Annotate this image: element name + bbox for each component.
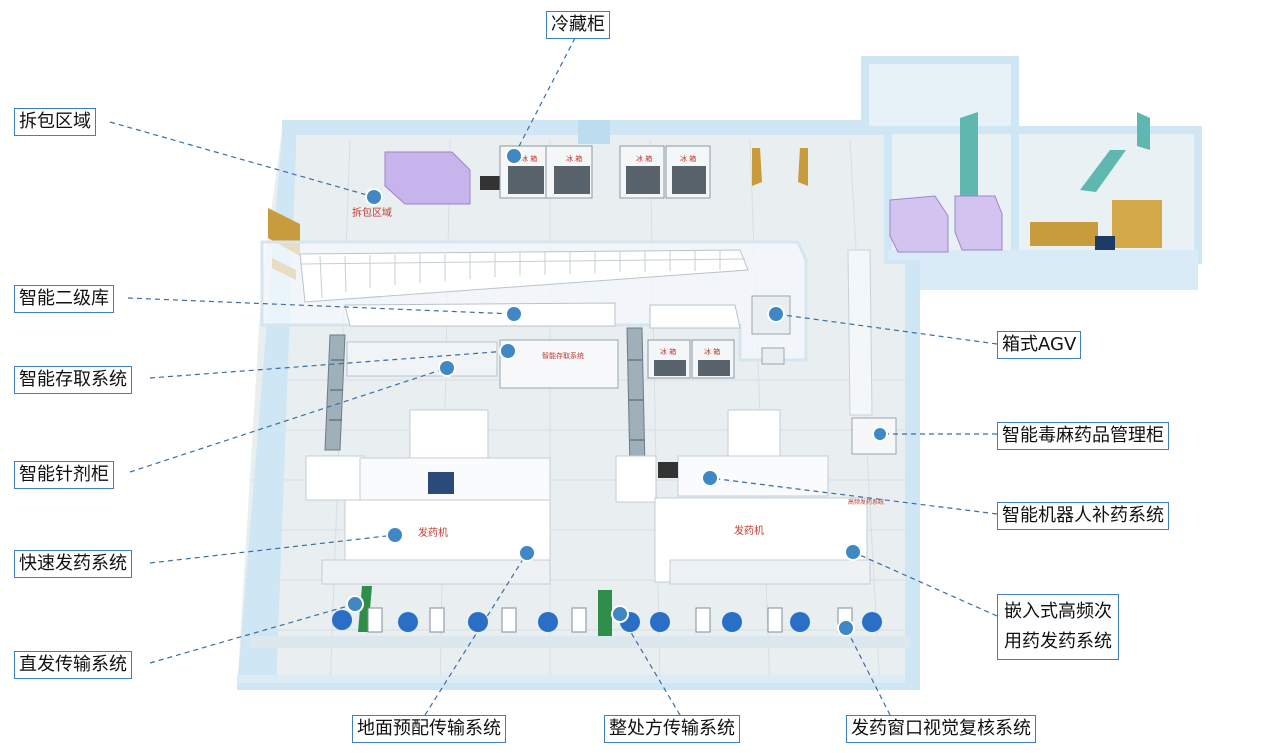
label-embedded-line2: 用药发药系统 [1004, 631, 1112, 652]
floor-label-fridge: 冰 箱 [566, 154, 582, 163]
floor-label-fridge: 冰 箱 [521, 154, 537, 163]
marker-storage-retrieval [499, 342, 517, 360]
marker-direct-conveyor [346, 595, 364, 613]
marker-dots [346, 147, 888, 637]
marker-box-agv [767, 305, 785, 323]
dispenser-right: 发药机 高频发药系统 [615, 409, 884, 585]
label-cold-cabinet: 冷藏柜 [546, 11, 610, 39]
floor-label-fridge: 冰 箱 [636, 154, 652, 163]
secondary-storage-enclosure [260, 240, 808, 365]
floor-label-fridge: 冰 箱 [704, 347, 720, 356]
label-floor-conveyor: 地面预配传输系统 [352, 715, 506, 743]
label-unpack-area: 拆包区域 [14, 108, 96, 136]
label-direct-conveyor: 直发传输系统 [14, 651, 132, 679]
marker-embedded-dispensing [844, 543, 862, 561]
dispenser-left: 发药机 [305, 409, 551, 585]
label-embedded-dispensing: 嵌入式高频次 用药发药系统 [997, 594, 1119, 660]
marker-injection-cabinet [438, 359, 456, 377]
label-prescription-conveyor: 整处方传输系统 [604, 715, 740, 743]
leader-lines [109, 37, 998, 716]
label-storage-retrieval: 智能存取系统 [14, 366, 132, 394]
label-secondary-storage: 智能二级库 [14, 285, 114, 313]
floor-label-embedded: 高频发药系统 [848, 498, 884, 506]
marker-secondary-storage [505, 305, 523, 323]
floor-label-fridge: 冰 箱 [660, 347, 676, 356]
marker-prescription-conveyor [611, 605, 629, 623]
marker-unpack-area [365, 188, 383, 206]
marker-fast-dispensing [386, 526, 404, 544]
floor-label-dispenser: 发药机 [418, 526, 448, 539]
marker-floor-conveyor [518, 544, 536, 562]
label-injection-cabinet: 智能针剂柜 [14, 461, 114, 489]
bottom-workstations [250, 586, 910, 648]
label-window-review: 发药窗口视觉复核系统 [846, 715, 1036, 743]
marker-cold-cabinet [505, 147, 523, 165]
label-box-agv: 箱式AGV [997, 331, 1082, 359]
floor-label-unpack: 拆包区域 [352, 206, 392, 219]
floor-label-storage-system: 智能存取系统 [542, 351, 584, 360]
floor-label-dispenser: 发药机 [734, 524, 764, 537]
floor-label-fridge: 冰 箱 [680, 154, 696, 163]
label-fast-dispensing: 快速发药系统 [14, 550, 132, 578]
storage-retrieval-area: 智能存取系统 冰 箱 冰 箱 [346, 339, 735, 389]
marker-narcotic-cabinet [872, 426, 888, 442]
label-robot-replenish: 智能机器人补药系统 [997, 502, 1169, 530]
label-embedded-line1: 嵌入式高频次 [1004, 601, 1112, 622]
marker-robot-replenish [701, 469, 719, 487]
label-narcotic-cabinet: 智能毒麻药品管理柜 [997, 422, 1169, 450]
marker-window-review [837, 619, 855, 637]
